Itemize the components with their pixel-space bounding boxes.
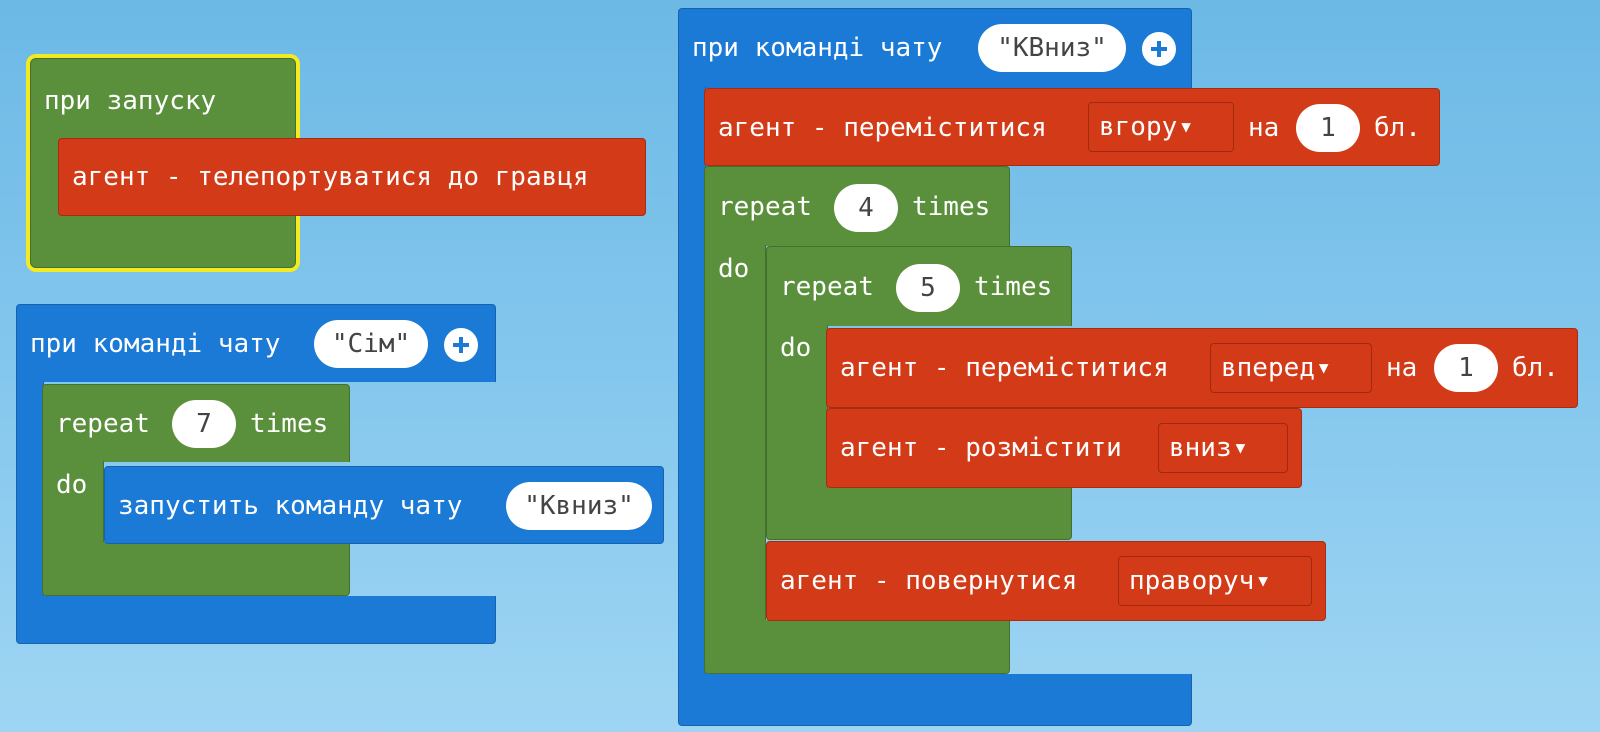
repeat-5-footer [766, 488, 1072, 540]
chat-command-sim-footer [16, 596, 496, 644]
chat-command-kvniz-side [678, 87, 706, 675]
direction-value: вгору [1099, 112, 1178, 142]
add-parameter-icon[interactable] [444, 328, 478, 362]
direction-dropdown-right[interactable]: праворуч▼ [1118, 556, 1312, 606]
direction-dropdown-down[interactable]: вниз▼ [1158, 423, 1288, 473]
run-chat-command-arg[interactable]: "Квниз" [506, 482, 652, 530]
agent-move-label: агент - переміститися [718, 113, 1047, 143]
agent-place-block[interactable] [826, 408, 1302, 488]
chat-command-sim-side [16, 381, 44, 597]
do-label: do [718, 254, 750, 284]
repeat-count-field[interactable]: 4 [834, 184, 898, 232]
run-chat-command-label: запустить команду чату [118, 491, 463, 521]
times-label: times [974, 272, 1053, 302]
direction-value: вперед [1221, 353, 1315, 383]
repeat-7-footer [42, 542, 350, 596]
on-label: на [1386, 353, 1418, 383]
direction-value: праворуч [1129, 566, 1255, 596]
repeat-4-side [704, 245, 766, 621]
block-count-field[interactable]: 1 [1434, 344, 1498, 392]
repeat-count-field[interactable]: 7 [172, 400, 236, 448]
repeat-7-side [42, 461, 104, 543]
do-label: do [56, 470, 88, 500]
unit-label: бл. [1374, 113, 1421, 143]
teleport-block[interactable] [58, 138, 646, 216]
times-label: times [250, 409, 329, 439]
agent-turn-block[interactable] [766, 541, 1326, 621]
chevron-down-icon: ▼ [1318, 358, 1329, 377]
chevron-down-icon: ▼ [1181, 117, 1191, 136]
teleport-label: агент - телепортуватися до гравця [72, 162, 589, 192]
agent-turn-label: агент - повернутися [780, 566, 1078, 596]
unit-label: бл. [1512, 353, 1559, 383]
on-label: на [1248, 113, 1280, 143]
times-label: times [912, 192, 991, 222]
repeat-label: repeat [718, 192, 812, 222]
chat-command-name-field[interactable]: "КВниз" [978, 24, 1126, 72]
repeat-4-footer [704, 620, 1010, 674]
repeat-count-field[interactable]: 5 [896, 264, 960, 312]
on-start-label: при запуску [44, 86, 217, 116]
chat-command-kvniz-footer [678, 674, 1192, 726]
repeat-label: repeat [780, 272, 874, 302]
chat-command-label: при команді чату [692, 33, 943, 63]
block-count-field[interactable]: 1 [1296, 104, 1360, 152]
chevron-down-icon: ▼ [1258, 571, 1268, 590]
direction-dropdown-up[interactable]: вгору▼ [1088, 102, 1234, 152]
do-label: do [780, 333, 812, 363]
direction-dropdown-forward[interactable]: вперед▼ [1210, 343, 1372, 393]
direction-value: вниз [1169, 433, 1232, 463]
agent-place-label: агент - розмістити [840, 433, 1122, 463]
chat-command-label: при команді чату [30, 329, 281, 359]
repeat-5-side [766, 325, 828, 489]
agent-move-label: агент - переміститися [840, 353, 1169, 383]
chevron-down-icon: ▼ [1235, 438, 1246, 457]
repeat-label: repeat [56, 409, 150, 439]
add-parameter-icon[interactable] [1142, 32, 1176, 66]
chat-command-name-field[interactable]: "Сім" [314, 320, 428, 368]
